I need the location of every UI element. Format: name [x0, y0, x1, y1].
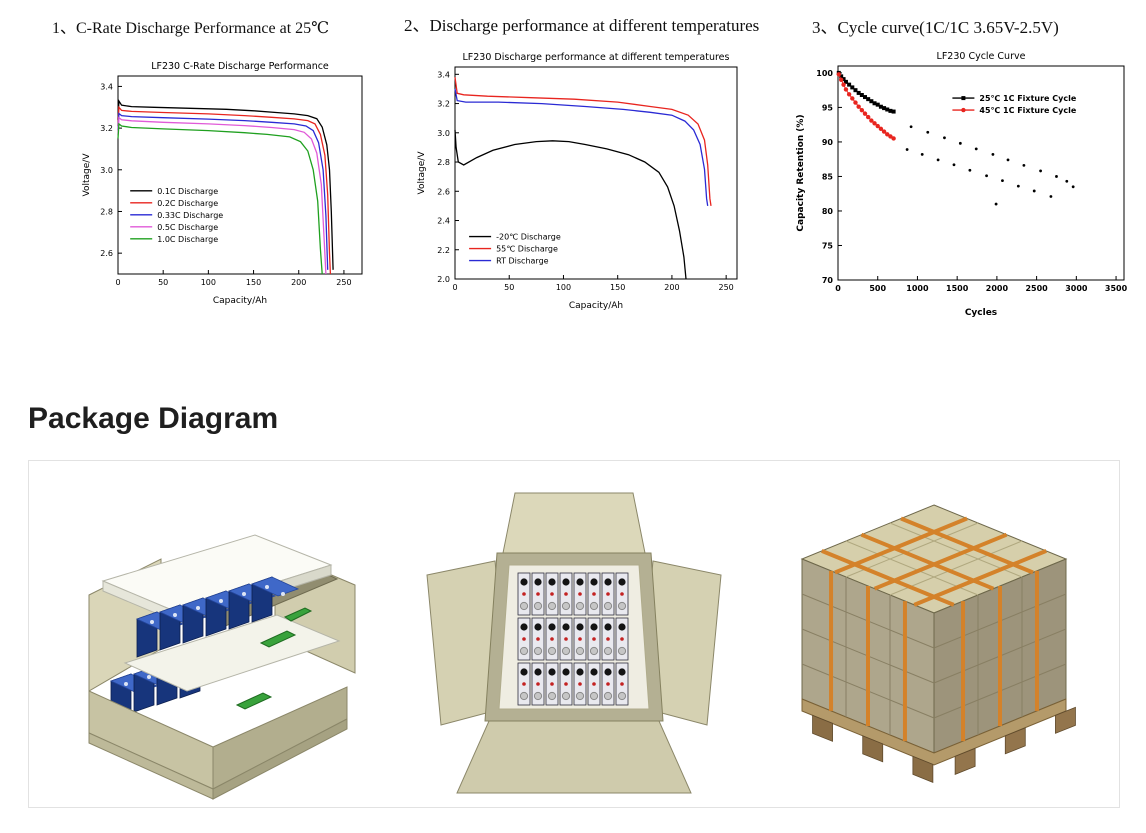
svg-text:RT Discharge: RT Discharge	[496, 257, 549, 266]
green-circuit-board	[259, 630, 297, 648]
svg-text:3000: 3000	[1065, 284, 1088, 293]
svg-text:2.2: 2.2	[437, 246, 450, 255]
carton-flap	[502, 492, 646, 554]
svg-text:0.5C Discharge: 0.5C Discharge	[157, 223, 218, 232]
package-diagram-panel	[28, 460, 1120, 808]
svg-text:0: 0	[835, 284, 841, 293]
svg-text:1000: 1000	[906, 284, 929, 293]
svg-text:250: 250	[336, 278, 351, 287]
svg-text:3.4: 3.4	[437, 70, 450, 79]
svg-text:Capacity/Ah: Capacity/Ah	[569, 301, 623, 311]
svg-text:45℃ 1C Fixture Cycle: 45℃ 1C Fixture Cycle	[979, 106, 1076, 115]
svg-text:1500: 1500	[946, 284, 969, 293]
svg-text:0: 0	[452, 283, 457, 292]
svg-text:3.4: 3.4	[100, 82, 113, 91]
svg-text:250: 250	[719, 283, 734, 292]
temperature-discharge-chart: 0 50 100 150 200 250 2.0 2.2 2.4 2.6 2.8 3.0 3.2 3.4 L…	[413, 47, 751, 313]
svg-text:2500: 2500	[1025, 284, 1048, 293]
svg-text:-20℃ Discharge: -20℃ Discharge	[496, 233, 561, 242]
svg-text:50: 50	[504, 283, 514, 292]
svg-text:2.8: 2.8	[437, 158, 450, 167]
package-image-carton-top-view	[426, 492, 722, 794]
chart-svg: 0 50 100 150 200 250 2.0 2.2 2.4 2.6 2.8 3.0 3.2 3.4 L…	[417, 52, 738, 311]
svg-text:80: 80	[822, 207, 834, 216]
svg-text:LF230 C-Rate Discharge Perform: LF230 C-Rate Discharge Performance	[151, 61, 329, 72]
section-3-heading: 3、Cycle curve(1C/1C 3.65V-2.5V)	[812, 18, 1059, 37]
svg-text:1.0C Discharge: 1.0C Discharge	[157, 235, 218, 244]
section-1-heading: 1、C-Rate Discharge Performance at 25℃	[52, 20, 330, 37]
svg-text:LF230 Cycle Curve: LF230 Cycle Curve	[937, 51, 1026, 62]
svg-text:55℃ Discharge: 55℃ Discharge	[496, 245, 558, 254]
section-2-heading: 2、Discharge performance at different tem…	[404, 16, 760, 35]
carton-flap	[456, 720, 692, 794]
svg-text:0.33C Discharge: 0.33C Discharge	[157, 211, 223, 220]
package-image-pallet	[800, 504, 1076, 783]
svg-text:2000: 2000	[986, 284, 1009, 293]
chart-svg: 0 500 1000 1500 2000 2500 3000 3500 70 75 80 85 90 95…	[796, 51, 1128, 318]
svg-text:100: 100	[556, 283, 571, 292]
svg-text:2.6: 2.6	[100, 249, 113, 258]
carton-flap	[212, 718, 348, 800]
svg-text:Voltage/V: Voltage/V	[82, 153, 92, 197]
svg-text:25℃ 1C Fixture Cycle: 25℃ 1C Fixture Cycle	[979, 94, 1076, 103]
svg-text:Voltage/V: Voltage/V	[417, 151, 427, 195]
svg-text:0.1C Discharge: 0.1C Discharge	[157, 187, 218, 196]
pallet-straps-and-feet	[801, 516, 1076, 783]
svg-text:100: 100	[201, 278, 216, 287]
chart-svg: 0 50 100 150 200 250 2.6 2.8 3.0 3.2 3.4 LF230 C-Ra…	[82, 61, 363, 306]
svg-text:3.0: 3.0	[100, 166, 113, 175]
svg-text:70: 70	[822, 276, 834, 285]
crate-discharge-chart: 0 50 100 150 200 250 2.6 2.8 3.0 3.2 3.4 LF230 C-Ra…	[78, 56, 376, 308]
svg-text:2.6: 2.6	[437, 187, 450, 196]
svg-text:200: 200	[664, 283, 679, 292]
svg-text:3500: 3500	[1105, 284, 1128, 293]
svg-text:2.0: 2.0	[437, 275, 450, 284]
svg-text:150: 150	[610, 283, 625, 292]
svg-text:100: 100	[816, 69, 833, 78]
svg-text:95: 95	[822, 103, 834, 112]
svg-text:2.4: 2.4	[437, 217, 450, 226]
svg-text:LF230 Discharge performance at: LF230 Discharge performance at different…	[463, 52, 730, 63]
svg-text:85: 85	[822, 172, 834, 181]
green-circuit-board	[235, 692, 273, 710]
package-image-carton-side-view	[88, 534, 356, 800]
svg-text:90: 90	[822, 138, 834, 147]
svg-text:500: 500	[869, 284, 886, 293]
svg-text:2.8: 2.8	[100, 207, 113, 216]
svg-text:Cycles: Cycles	[965, 308, 997, 318]
green-circuit-board	[283, 607, 313, 622]
svg-text:Capacity Retention (%): Capacity Retention (%)	[796, 114, 806, 231]
svg-text:3.0: 3.0	[437, 129, 450, 138]
svg-text:150: 150	[246, 278, 261, 287]
svg-text:75: 75	[822, 241, 834, 250]
svg-text:200: 200	[291, 278, 306, 287]
svg-text:Capacity/Ah: Capacity/Ah	[213, 296, 267, 306]
cycle-curve-chart: 0 500 1000 1500 2000 2500 3000 3500 70 75 80 85 90 95…	[792, 46, 1134, 320]
svg-text:3.2: 3.2	[437, 100, 450, 109]
svg-text:50: 50	[158, 278, 168, 287]
battery-cells-upper-row	[135, 576, 300, 658]
package-diagram-heading: Package Diagram	[28, 402, 279, 435]
svg-text:0: 0	[115, 278, 120, 287]
battery-cells-grid	[517, 572, 629, 706]
svg-text:0.2C Discharge: 0.2C Discharge	[157, 199, 218, 208]
svg-text:3.2: 3.2	[100, 124, 113, 133]
